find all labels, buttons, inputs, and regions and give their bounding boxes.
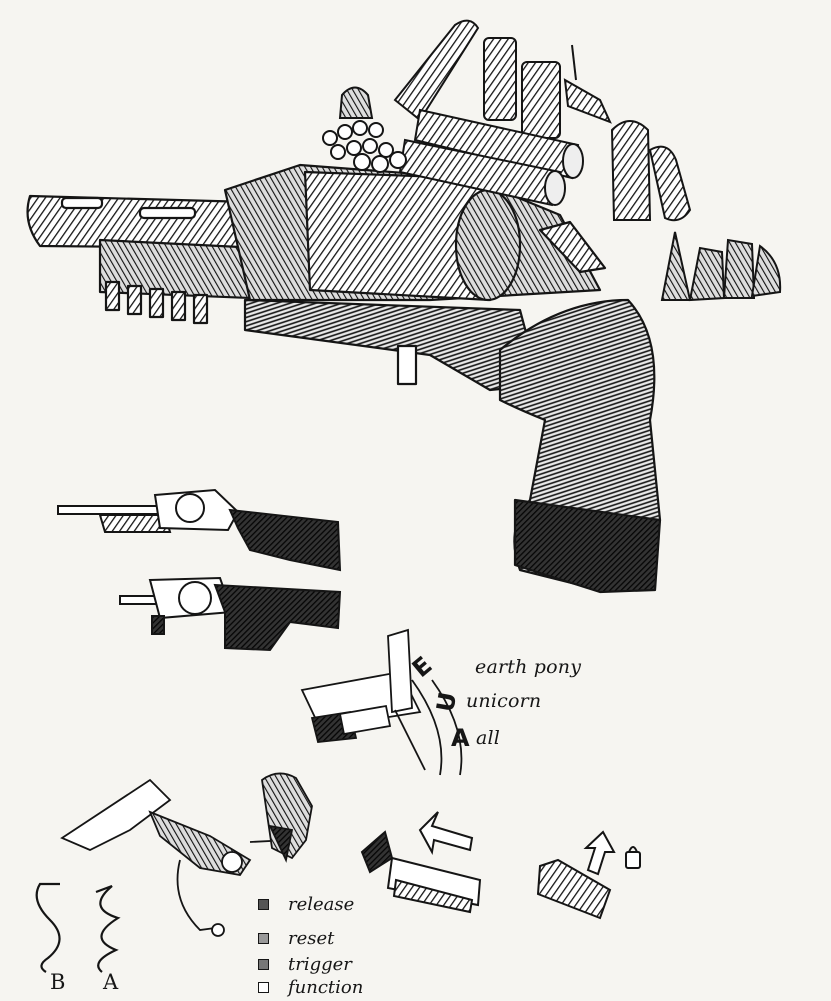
spring-diagrams [35, 882, 121, 973]
selector-mark-a: A [451, 724, 470, 752]
selector-mark-u: U [431, 689, 463, 715]
selector-label-earth-pony: earth pony [475, 656, 582, 678]
selector-diagram [300, 628, 463, 776]
needle-rounds [563, 78, 612, 124]
selector-label-all: all [476, 727, 501, 749]
shotgun-shells [393, 19, 584, 207]
cartridges [610, 120, 692, 222]
slug-shell [338, 86, 374, 119]
ammunition-cluster [322, 19, 782, 302]
legend-label-function: function [288, 977, 364, 998]
legend-label-release: release [288, 894, 355, 915]
mechanism-flow-arrows [360, 811, 641, 920]
spring-b [35, 882, 61, 973]
legend-swatch-function [258, 982, 269, 993]
rifle-variant-sketch [57, 488, 342, 572]
legend-label-trigger: trigger [288, 954, 352, 975]
legend-swatch-reset [258, 933, 269, 944]
spring-label-a: A [103, 970, 119, 994]
main-revolver-drawing [26, 163, 662, 594]
bullets [660, 231, 782, 302]
spring-a [95, 884, 121, 973]
legend-swatch-release [258, 899, 269, 910]
pistol-variant-sketch [119, 576, 342, 652]
legend-label-reset: reset [288, 928, 335, 949]
pellet-pile [322, 120, 407, 173]
pony-figure-sketch [261, 772, 313, 863]
legend-swatch-trigger [258, 959, 269, 970]
spring-label-b: B [50, 970, 66, 994]
selector-label-unicorn: unicorn [466, 690, 542, 712]
trigger-mechanism-sketch [60, 778, 291, 937]
